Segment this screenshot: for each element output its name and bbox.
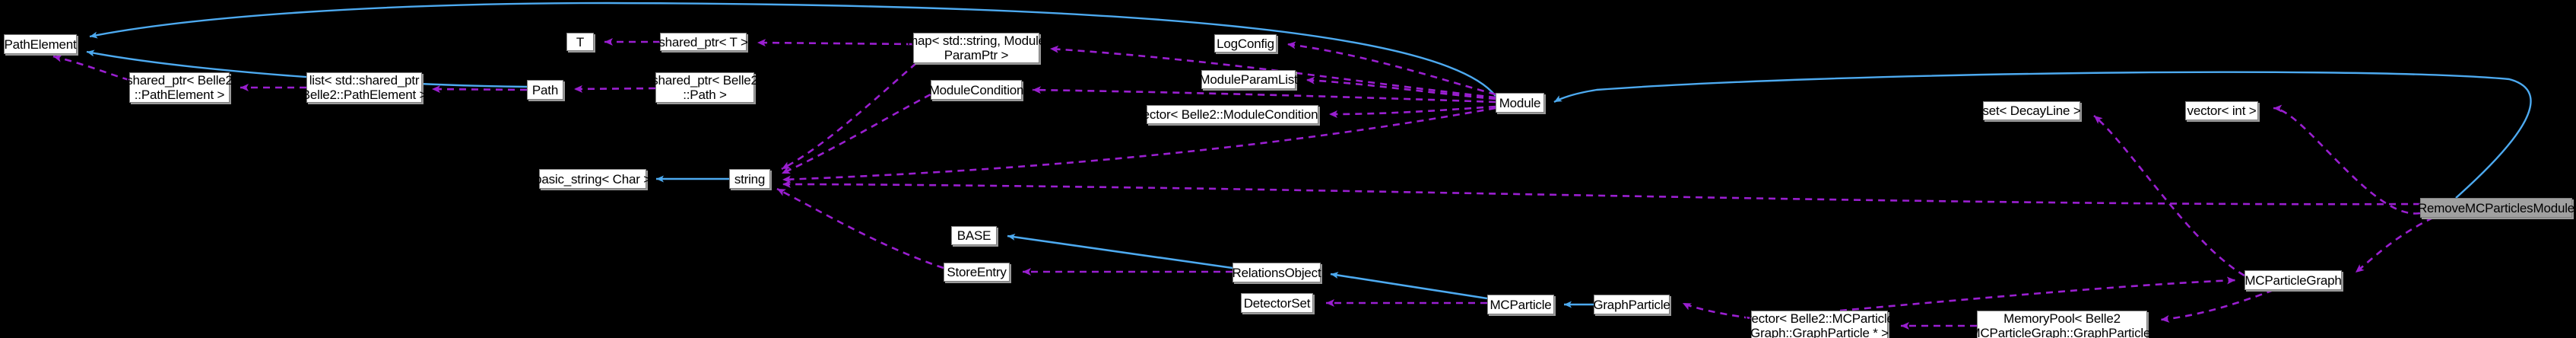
node-path[interactable]: Path	[527, 80, 563, 100]
node-label: string	[734, 171, 766, 187]
node-label: ModuleCondition	[928, 82, 1024, 97]
edge-usage	[573, 84, 656, 93]
node-modulecondition[interactable]: ModuleCondition	[928, 80, 1024, 100]
node-label: shared_ptr< Belle2::PathElement >	[126, 73, 233, 102]
edge-usage	[1328, 105, 1496, 118]
node-label: T	[576, 34, 585, 49]
node-label: StoreEntry	[947, 265, 1007, 279]
edge-usage	[2355, 216, 2434, 274]
node-sharedptr_pathel[interactable]: shared_ptr< Belle2::PathElement >	[126, 72, 233, 103]
node-label: basic_string< Char >	[535, 171, 651, 187]
node-label: vector< int >	[2187, 104, 2257, 118]
node-label: BASE	[956, 228, 991, 243]
node-t[interactable]: T	[566, 33, 594, 51]
edge-inheritance	[1553, 71, 2532, 199]
edge-inheritance	[1330, 272, 1488, 300]
edge-usage	[2093, 114, 2245, 277]
node-base[interactable]: BASE	[951, 226, 997, 245]
edge-usage	[1305, 76, 1496, 100]
edge-usage	[757, 39, 914, 47]
node-relationsobject[interactable]: RelationsObject	[1232, 263, 1321, 282]
node-label: RelationsObject	[1232, 265, 1321, 280]
node-label: vector< Belle2::ModuleCondition >	[1136, 107, 1329, 122]
edge-usage	[1286, 41, 1496, 96]
node-detectorset[interactable]: DetectorSet	[1241, 293, 1313, 313]
node-storeentry[interactable]: StoreEntry	[944, 263, 1010, 282]
edge-inheritance	[1007, 233, 1233, 269]
edge-usage	[776, 187, 944, 269]
node-sharedptr_t[interactable]: shared_ptr< T >	[658, 33, 748, 51]
edge-usage	[1682, 301, 1752, 320]
node-string[interactable]: string	[729, 169, 770, 189]
edge-usage	[782, 180, 2421, 206]
node-label: set< DecayLine >	[1982, 104, 2081, 118]
node-label: Module	[1499, 95, 1541, 110]
node-list_sharedptr[interactable]: list< std::shared_ptr< Belle2::PathEleme…	[291, 72, 438, 103]
node-label: MCParticleGraph	[2244, 273, 2342, 288]
node-vector_modcond[interactable]: vector< Belle2::ModuleCondition >	[1136, 105, 1329, 124]
node-sharedptr_path[interactable]: shared_ptr< Belle2::Path >	[652, 72, 758, 103]
node-label: shared_ptr< T >	[658, 34, 748, 49]
node-removemcparticles[interactable]: RemoveMCParticlesModule	[2417, 198, 2575, 218]
node-mcparticlegraph[interactable]: MCParticleGraph	[2244, 270, 2342, 290]
node-moduleparamlist[interactable]: ModuleParamList	[1199, 70, 1298, 89]
node-logconfig[interactable]: LogConfig	[1214, 34, 1277, 53]
node-graphparticle[interactable]: GraphParticle	[1593, 295, 1670, 314]
edge-usage	[52, 54, 130, 81]
edge-usage	[1032, 86, 1496, 104]
node-label: Path	[531, 82, 559, 97]
node-memorypool[interactable]: MemoryPool< Belle2::MCParticleGraph::Gra…	[1962, 311, 2162, 338]
node-label: LogConfig	[1217, 36, 1274, 51]
edge-usage	[431, 85, 528, 94]
edge-usage	[2160, 289, 2274, 323]
node-vector_int[interactable]: vector< int >	[2185, 101, 2258, 120]
edge-usage	[2273, 104, 2421, 215]
node-label: PathElement	[4, 37, 77, 52]
node-label: ModuleParamList	[1199, 72, 1298, 87]
node-label: DetectorSet	[1243, 295, 1311, 311]
edge-usage	[781, 62, 917, 171]
node-mcparticle[interactable]: MCParticle	[1487, 295, 1554, 314]
node-label: MCParticle	[1489, 297, 1552, 312]
node-label: RemoveMCParticlesModule	[2417, 200, 2575, 215]
node-pathelement[interactable]: PathElement	[4, 34, 77, 54]
edge-usage	[1839, 276, 2236, 312]
edge-usage	[781, 93, 931, 175]
node-set_decayline[interactable]: set< DecayLine >	[1982, 101, 2081, 120]
node-module[interactable]: Module	[1496, 93, 1544, 113]
node-label: GraphParticle	[1593, 297, 1670, 312]
node-label: shared_ptr< Belle2::Path >	[652, 73, 758, 102]
node-label: MemoryPool< Belle2::MCParticleGraph::Gra…	[1962, 311, 2162, 338]
node-label: list< std::shared_ptr< Belle2::PathEleme…	[290, 73, 438, 102]
node-basic_string[interactable]: basic_string< Char >	[535, 169, 651, 189]
